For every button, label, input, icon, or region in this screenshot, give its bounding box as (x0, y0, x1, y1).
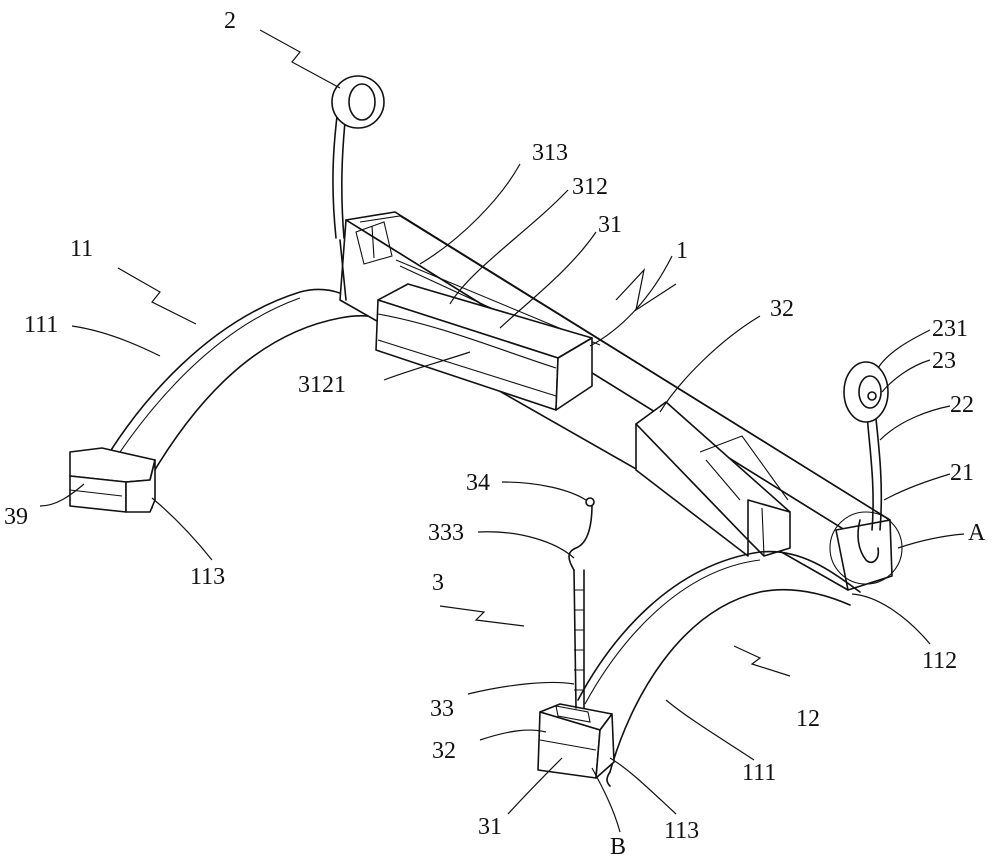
label-312: 312 (572, 174, 608, 200)
slider-block-32 (635, 401, 791, 557)
label-231: 231 (932, 316, 968, 342)
leader-lines (39, 163, 965, 833)
label-34: 34 (466, 470, 490, 496)
main-beam-1 (339, 211, 891, 591)
label-31-bottom: 31 (478, 814, 502, 840)
bottom-block-B (537, 703, 615, 779)
label-113-left: 113 (190, 564, 225, 590)
label-12: 12 (796, 706, 820, 732)
label-B: B (610, 834, 626, 857)
label-3: 3 (432, 570, 444, 596)
label-113-bottom: 113 (664, 818, 699, 844)
label-3121: 3121 (298, 372, 346, 398)
label-111-left: 111 (24, 312, 58, 338)
label-23: 23 (932, 348, 956, 374)
detail-circle-A (829, 511, 903, 585)
label-313: 313 (532, 140, 568, 166)
zigzag-symbols (117, 29, 791, 677)
label-32-right: 32 (770, 296, 794, 322)
label-21: 21 (950, 460, 974, 486)
label-333: 333 (428, 520, 464, 546)
label-111-bottom: 111 (742, 760, 776, 786)
reference-labels: 2 313 312 31 1 11 111 32 231 23 22 21 A … (4, 8, 986, 857)
pole-33 (568, 497, 595, 709)
label-32-bottom: 32 (432, 738, 456, 764)
left-arch-11 (69, 288, 381, 513)
label-A: A (968, 520, 986, 546)
label-39: 39 (4, 504, 28, 530)
label-22: 22 (950, 392, 974, 418)
right-wire-21 (843, 361, 889, 531)
label-2: 2 (224, 8, 236, 34)
label-33: 33 (430, 696, 454, 722)
left-wire-2 (331, 75, 385, 239)
label-11: 11 (70, 236, 93, 262)
label-1: 1 (676, 238, 688, 264)
label-112: 112 (922, 648, 957, 674)
right-arch-12 (577, 550, 861, 787)
slider-block-31 (375, 283, 593, 411)
label-31-top: 31 (598, 212, 622, 238)
